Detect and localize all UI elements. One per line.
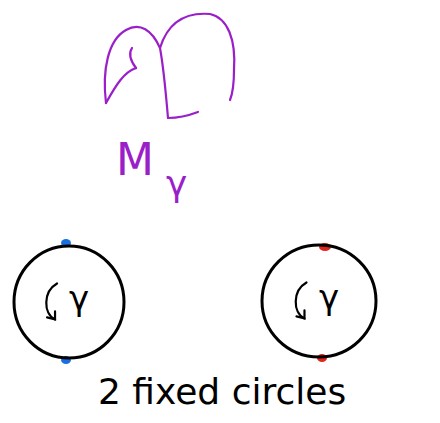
rotation-arrow: [46, 283, 57, 319]
manifold-label: γ: [166, 166, 187, 202]
rotation-arrow: [296, 282, 307, 318]
group-symbol: γ: [69, 281, 89, 315]
circle-shape: [14, 246, 124, 358]
manifold-label: M: [116, 138, 154, 182]
rotation-arrowhead: [296, 310, 304, 318]
manifold-sketch: [105, 14, 234, 118]
circle-shape: [262, 245, 376, 357]
group-symbol: γ: [319, 280, 339, 314]
rotation-arrowhead: [47, 311, 55, 319]
fixed-circle: γ: [12, 244, 126, 360]
caption-note: 2 fixed circles: [98, 374, 346, 410]
fixed-circle: γ: [260, 243, 378, 359]
